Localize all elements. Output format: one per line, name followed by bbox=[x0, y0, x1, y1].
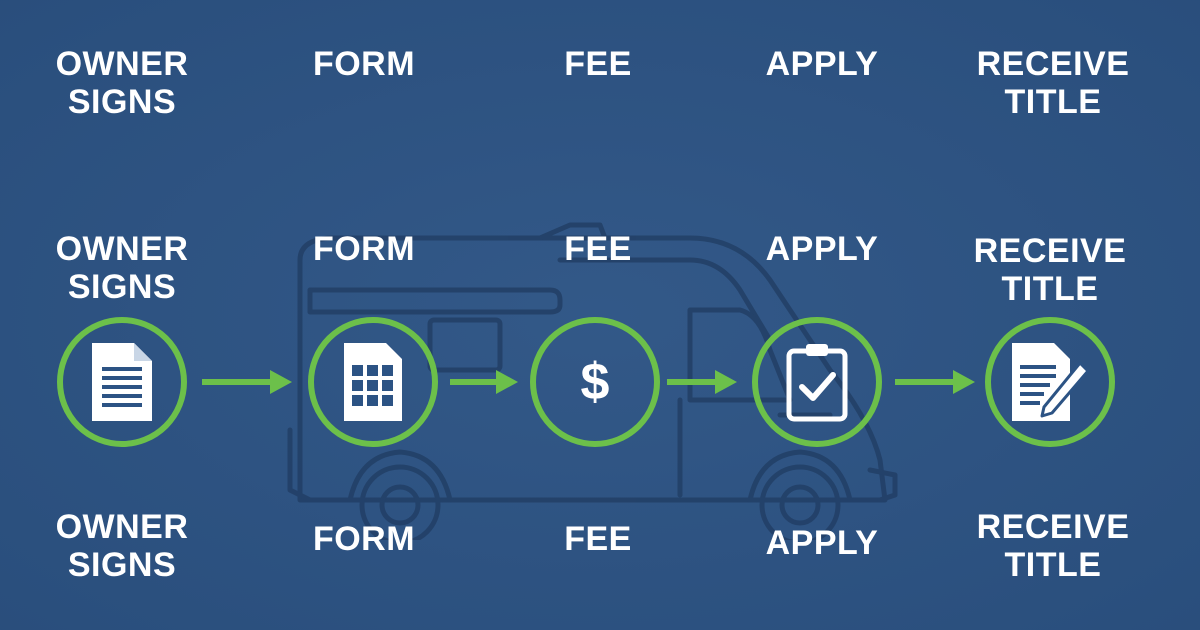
step-label-owner-signs: OWNER SIGNS bbox=[55, 45, 189, 121]
step-label-form: FORM bbox=[312, 230, 416, 268]
document-icon bbox=[92, 343, 152, 421]
arrow-right-icon bbox=[895, 370, 975, 394]
step-label-fee: FEE bbox=[564, 45, 632, 83]
arrow-right-icon bbox=[667, 370, 737, 394]
step-apply bbox=[752, 317, 882, 447]
step-label-form: FORM bbox=[312, 520, 416, 558]
step-form bbox=[308, 317, 438, 447]
label-row-bottom: OWNER SIGNS FORM FEE APPLY RECEIVE TITLE bbox=[0, 508, 1200, 598]
dollar-icon: $ bbox=[580, 353, 610, 411]
step-owner-signs bbox=[57, 317, 187, 447]
step-receive-title bbox=[985, 317, 1115, 447]
rv-van-illustration bbox=[287, 222, 898, 540]
step-label-owner-signs: OWNER SIGNS bbox=[55, 230, 189, 306]
step-label-receive-title: RECEIVE TITLE bbox=[976, 508, 1130, 584]
step-label-receive-title: RECEIVE TITLE bbox=[973, 232, 1127, 308]
step-label-receive-title: RECEIVE TITLE bbox=[976, 45, 1130, 121]
step-label-apply: APPLY bbox=[765, 45, 879, 83]
document-pen-icon bbox=[1012, 343, 1090, 421]
step-label-apply: APPLY bbox=[765, 524, 879, 562]
step-label-fee: FEE bbox=[564, 520, 632, 558]
step-label-fee: FEE bbox=[564, 230, 632, 268]
form-grid-icon bbox=[344, 343, 402, 421]
step-label-owner-signs: OWNER SIGNS bbox=[55, 508, 189, 584]
step-fee: $ bbox=[530, 317, 660, 447]
clipboard-check-icon bbox=[786, 344, 848, 422]
step-label-form: FORM bbox=[312, 45, 416, 83]
arrow-right-icon bbox=[450, 370, 518, 394]
label-row-middle: OWNER SIGNS FORM FEE APPLY RECEIVE TITLE bbox=[0, 230, 1200, 320]
arrow-right-icon bbox=[202, 370, 292, 394]
label-row-top: OWNER SIGNS FORM FEE APPLY RECEIVE TITLE bbox=[0, 45, 1200, 135]
step-label-apply: APPLY bbox=[765, 230, 879, 268]
